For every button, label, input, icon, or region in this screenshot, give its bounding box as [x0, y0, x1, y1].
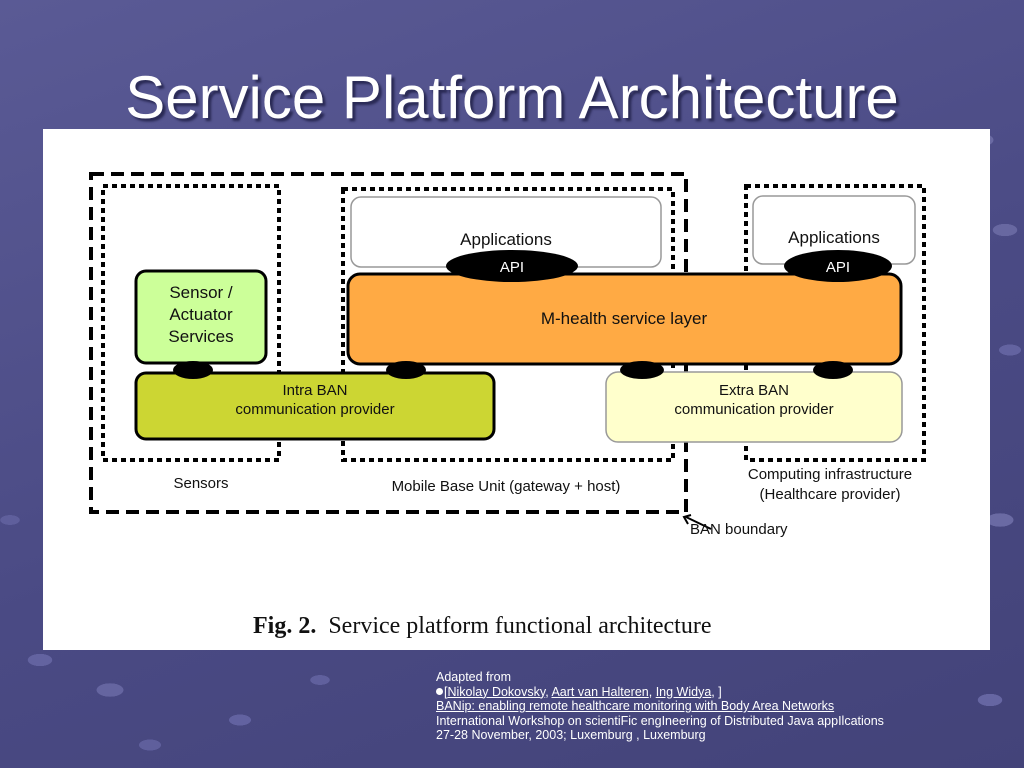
slide-title: Service Platform Architecture [125, 64, 899, 131]
author-link-van-halteren[interactable]: Aart van Halteren [551, 684, 649, 699]
author-link-dokovsky[interactable]: Nikolay Dokovsky [447, 684, 546, 699]
figure-number: Fig. 2. [253, 613, 316, 639]
sensor-services-line-3: Services [168, 327, 233, 346]
authors-line: [Nikolay Dokovsky, Aart van Halteren, In… [436, 685, 1016, 700]
api-left-ellipse [446, 250, 578, 282]
applications-right-label: Applications [788, 228, 880, 247]
intra-ban-line-2: communication provider [235, 401, 394, 418]
citation: Adapted from [Nikolay Dokovsky, Aart van… [436, 670, 1016, 743]
api-right-label: API [826, 259, 850, 276]
mhealth-layer-label: M-health service layer [541, 309, 708, 328]
intra-ban-line-1: Intra BAN [282, 382, 347, 399]
ban-boundary-label: BAN boundary [690, 521, 788, 538]
sensors-label: Sensors [173, 475, 228, 492]
ban-boundary-arrowhead [682, 514, 692, 525]
api-left-label: API [500, 259, 524, 276]
figure-caption: Fig. 2. Service platform functional arch… [253, 613, 711, 639]
extra-ban-line-1: Extra BAN [719, 382, 789, 399]
date-place-text: 27-28 November, 2003; Luxemburg , Luxemb… [436, 728, 706, 742]
venue-text: International Workshop on scientiFic eng… [436, 713, 884, 728]
bullet-icon [436, 687, 443, 695]
paper-title-link[interactable]: BANip: enabling remote healthcare monito… [436, 699, 835, 713]
connector-mhealth-intra [386, 361, 426, 379]
computing-label-line-2: (Healthcare provider) [760, 486, 901, 503]
extra-ban-box [605, 371, 903, 443]
author-separator: , [545, 684, 552, 699]
sensor-services-line-2: Actuator [169, 305, 233, 324]
open-bracket: [ [444, 684, 448, 699]
close-bracket: , ] [711, 684, 722, 699]
computing-label-line-1: Computing infrastructure [748, 466, 912, 483]
figure-caption-text: Service platform functional architecture [328, 613, 711, 639]
api-right-ellipse [784, 250, 892, 282]
connector-sensor-intra [173, 361, 213, 379]
ban-boundary-pointer [685, 516, 712, 530]
architecture-diagram: Applications Applications M-health servi… [89, 172, 926, 639]
mhealth-layer-box [346, 272, 903, 366]
author-link-widya[interactable]: Ing Widya [655, 684, 712, 699]
adapted-from-text: Adapted from [436, 670, 512, 684]
sensor-services-line-1: Sensor / [169, 283, 233, 302]
architecture-figure: Applications Applications M-health servi… [43, 129, 990, 650]
author-separator: , [648, 684, 656, 699]
connector-extra-right [813, 361, 853, 379]
applications-left-label: Applications [460, 230, 552, 249]
mobile-base-label: Mobile Base Unit (gateway + host) [392, 478, 621, 495]
connector-mhealth-extra [620, 361, 664, 379]
intra-ban-box [134, 371, 496, 441]
mobile-base-box [341, 187, 675, 462]
extra-ban-line-2: communication provider [674, 401, 833, 418]
